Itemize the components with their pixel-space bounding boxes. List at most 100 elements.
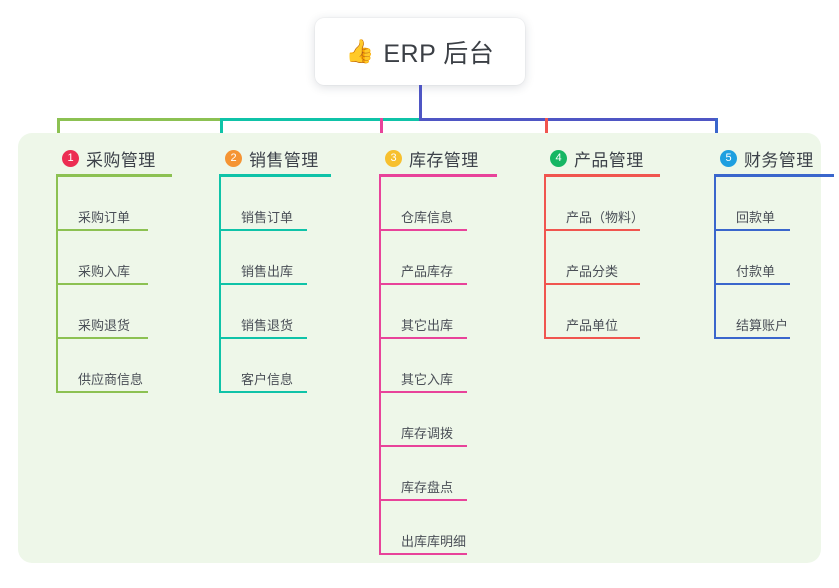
- branch-number-badge: 3: [385, 150, 402, 167]
- branch-drop-connector-2: [220, 118, 223, 141]
- leaf-node-label: 客户信息: [241, 372, 294, 387]
- branch-drop-connector-4: [545, 118, 548, 141]
- leaf-node-label: 产品分类: [566, 264, 619, 279]
- trunk-segment-left: [57, 118, 220, 121]
- branch-title-underline: [379, 174, 497, 177]
- leaf-node-underline: [379, 391, 467, 393]
- leaf-node[interactable]: 回款单: [714, 177, 790, 231]
- thumbs-up-emoji: 👍: [345, 38, 375, 64]
- leaf-node[interactable]: 库存盘点: [379, 447, 467, 501]
- leaf-node-underline: [56, 229, 148, 231]
- leaf-node-label: 销售退货: [241, 318, 294, 333]
- leaf-node-label: 其它出库: [401, 318, 454, 333]
- leaf-node[interactable]: 产品（物料）: [544, 177, 644, 231]
- leaf-node-underline: [714, 283, 790, 285]
- branch-title-underline: [219, 174, 331, 177]
- leaf-node-underline: [56, 391, 148, 393]
- leaf-node-label: 库存盘点: [401, 480, 454, 495]
- branch-drop-connector-3: [380, 118, 383, 141]
- leaf-node[interactable]: 结算账户: [714, 285, 790, 339]
- leaf-node-underline: [714, 337, 790, 339]
- leaf-node-label: 出库库明细: [401, 534, 467, 549]
- leaf-node-underline: [379, 283, 467, 285]
- branch-number-badge: 4: [550, 150, 567, 167]
- leaf-node[interactable]: 客户信息: [219, 339, 307, 393]
- leaf-node-underline: [379, 229, 467, 231]
- leaf-node[interactable]: 其它出库: [379, 285, 467, 339]
- leaf-node-underline: [544, 229, 640, 231]
- leaf-node-label: 采购订单: [78, 210, 131, 225]
- leaf-node[interactable]: 仓库信息: [379, 177, 467, 231]
- leaf-node[interactable]: 采购入库: [56, 231, 148, 285]
- root-stem-connector: [419, 85, 422, 121]
- branch-column-2: 2 销售管理销售订单销售出库销售退货客户信息: [203, 133, 351, 563]
- branch-title: 销售管理: [249, 151, 319, 170]
- leaf-node-underline: [379, 445, 467, 447]
- leaf-node-label: 采购退货: [78, 318, 131, 333]
- leaf-node-label: 回款单: [736, 210, 776, 225]
- leaf-node-label: 付款单: [736, 264, 776, 279]
- leaf-node-underline: [219, 283, 307, 285]
- leaf-node[interactable]: 销售订单: [219, 177, 307, 231]
- branch-spine: [544, 176, 546, 339]
- leaf-node[interactable]: 销售出库: [219, 231, 307, 285]
- leaf-node-underline: [379, 337, 467, 339]
- branch-title-underline: [714, 174, 834, 177]
- leaf-node[interactable]: 销售退货: [219, 285, 307, 339]
- branch-title: 库存管理: [409, 151, 479, 170]
- leaf-node[interactable]: 库存调拨: [379, 393, 467, 447]
- leaf-node[interactable]: 其它入库: [379, 339, 467, 393]
- leaf-node[interactable]: 采购退货: [56, 285, 148, 339]
- leaf-node-label: 产品（物料）: [566, 210, 645, 225]
- leaf-node[interactable]: 采购订单: [56, 177, 148, 231]
- branch-header-5[interactable]: 5 财务管理: [720, 146, 814, 171]
- leaf-node-label: 销售出库: [241, 264, 294, 279]
- trunk-segment-right: [419, 118, 718, 121]
- branch-column-3: 3 库存管理仓库信息产品库存其它出库其它入库库存调拨库存盘点出库库明细: [363, 133, 513, 563]
- leaf-node-label: 供应商信息: [78, 372, 144, 387]
- leaf-node-label: 采购入库: [78, 264, 131, 279]
- branch-number-badge: 2: [225, 150, 242, 167]
- root-node-title: ERP 后台: [383, 39, 495, 68]
- leaf-node-label: 库存调拨: [401, 426, 454, 441]
- branch-title: 产品管理: [574, 151, 644, 170]
- branch-title: 采购管理: [86, 151, 156, 170]
- branch-title-underline: [544, 174, 660, 177]
- branch-spine: [714, 176, 716, 339]
- leaf-node-label: 销售订单: [241, 210, 294, 225]
- branch-column-5: 5 财务管理回款单付款单结算账户: [698, 133, 838, 563]
- leaf-node-underline: [544, 283, 640, 285]
- branch-number-badge: 5: [720, 150, 737, 167]
- trunk-segment-mid: [220, 118, 422, 121]
- branch-drop-connector-5: [715, 118, 718, 141]
- leaf-node-underline: [379, 553, 467, 555]
- leaf-node-underline: [544, 337, 640, 339]
- leaf-node[interactable]: 出库库明细: [379, 501, 467, 555]
- branch-header-2[interactable]: 2 销售管理: [225, 146, 319, 171]
- leaf-node[interactable]: 产品分类: [544, 231, 640, 285]
- branch-title: 财务管理: [744, 151, 814, 170]
- leaf-node-underline: [56, 283, 148, 285]
- root-node-content: 👍 ERP 后台: [346, 34, 495, 70]
- branch-title-underline: [56, 174, 172, 177]
- leaf-node[interactable]: 产品库存: [379, 231, 467, 285]
- leaf-node-label: 产品库存: [401, 264, 454, 279]
- branch-header-4[interactable]: 4 产品管理: [550, 146, 644, 171]
- leaf-node-underline: [219, 229, 307, 231]
- leaf-node[interactable]: 供应商信息: [56, 339, 148, 393]
- leaf-node[interactable]: 产品单位: [544, 285, 640, 339]
- leaf-node-label: 产品单位: [566, 318, 619, 333]
- leaf-node-label: 结算账户: [736, 318, 789, 333]
- root-node-erp-backend[interactable]: 👍 ERP 后台: [315, 18, 525, 85]
- leaf-node-underline: [56, 337, 148, 339]
- leaf-node[interactable]: 付款单: [714, 231, 790, 285]
- branch-drop-connector-1: [57, 118, 60, 141]
- branch-header-3[interactable]: 3 库存管理: [385, 146, 479, 171]
- leaf-node-underline: [219, 391, 307, 393]
- leaf-node-underline: [714, 229, 790, 231]
- branch-column-4: 4 产品管理产品（物料） 产品分类产品单位: [528, 133, 680, 563]
